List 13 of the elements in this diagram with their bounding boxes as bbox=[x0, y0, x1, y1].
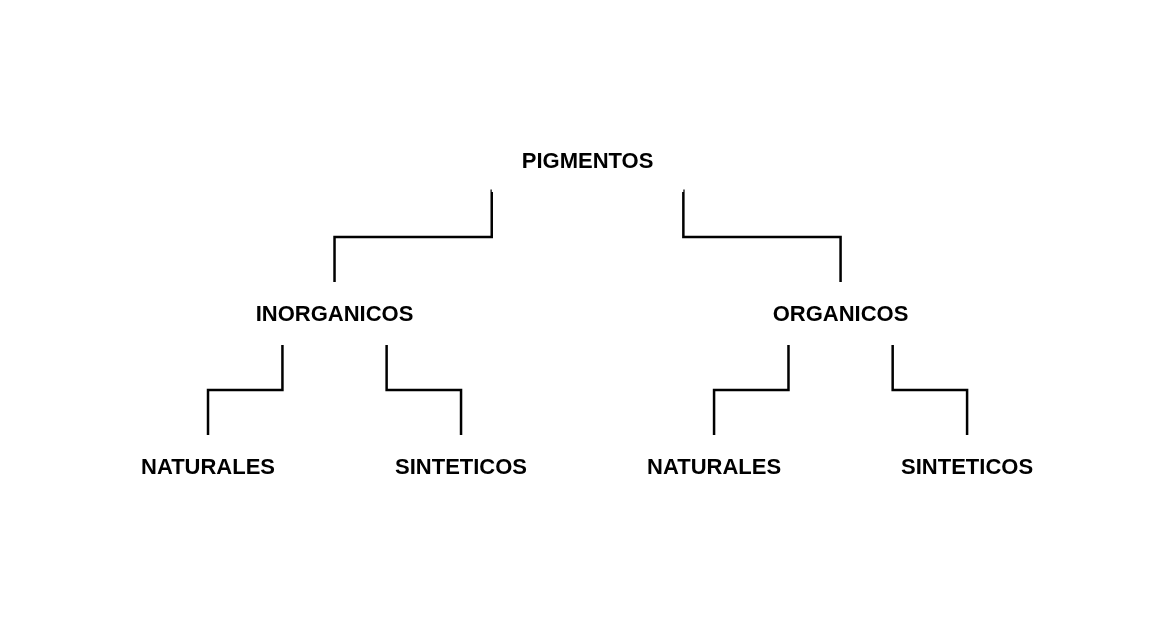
node-text: ORGANICOS bbox=[773, 301, 909, 326]
connector bbox=[713, 345, 791, 437]
node-text: SINTETICOS bbox=[901, 454, 1034, 479]
connector bbox=[682, 189, 843, 284]
node-text: SINTETICOS bbox=[395, 454, 528, 479]
connector bbox=[385, 345, 463, 437]
node-text: INORGANICOS bbox=[256, 301, 414, 326]
connector bbox=[891, 345, 969, 437]
connector bbox=[333, 189, 494, 284]
node-text: PIGMENTOS bbox=[522, 148, 654, 173]
connector bbox=[207, 345, 285, 437]
node-text: NATURALES bbox=[141, 454, 276, 479]
node-text: NATURALES bbox=[647, 454, 782, 479]
